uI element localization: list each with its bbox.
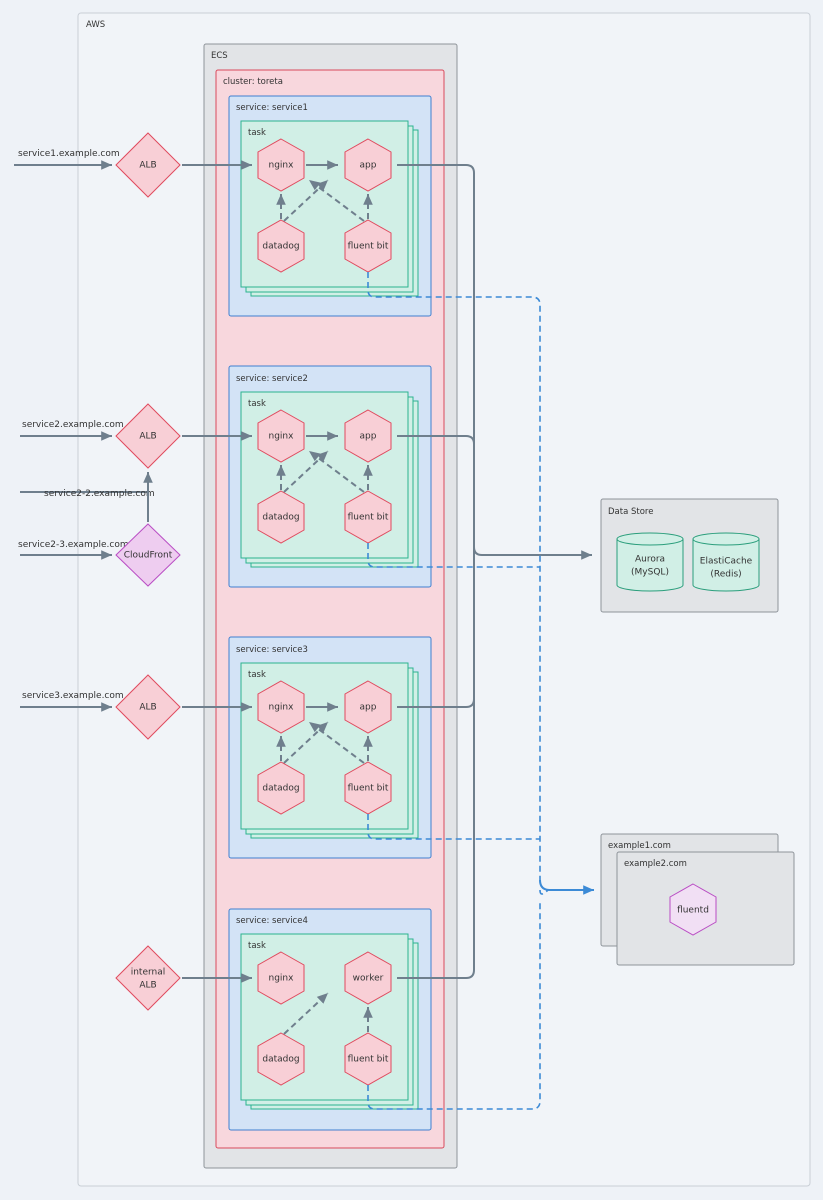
aurora-db: Aurora (MySQL) — [616, 532, 684, 592]
nginx-hexagon — [257, 951, 305, 1005]
fluentbit-label: fluent bit — [348, 784, 389, 794]
service-label: service: service1 — [236, 103, 308, 113]
task-label: task — [248, 670, 266, 680]
nginx-label: nginx — [269, 161, 295, 171]
datadog-label: datadog — [262, 242, 299, 252]
cluster-group — [215, 69, 445, 1149]
alb-service1 — [115, 132, 181, 198]
log-line-service3 — [367, 814, 540, 840]
app-hexagon — [344, 409, 392, 463]
cluster-label: cluster: toreta — [223, 77, 283, 87]
datadog-hexagon — [257, 761, 305, 815]
datadog-hexagon — [257, 490, 305, 544]
app-label: app — [360, 703, 377, 713]
example2-label: example2.com — [624, 859, 687, 869]
service2-2-domain: service2-2.example.com — [44, 489, 155, 499]
nginx-label: nginx — [269, 974, 295, 984]
app-to-datastore-trunk — [397, 164, 475, 979]
cloudfront — [115, 523, 181, 587]
datadog-label: datadog — [262, 513, 299, 523]
fluentbit-label: fluent bit — [348, 242, 389, 252]
nginx-hexagon — [257, 680, 305, 734]
nginx-label: nginx — [269, 703, 295, 713]
task-label: task — [248, 128, 266, 138]
internal-alb-label-2: ALB — [139, 981, 156, 991]
service3-domain: service3.example.com — [22, 691, 124, 701]
task-label: task — [248, 941, 266, 951]
log-line-service4 — [367, 900, 541, 1110]
app-hexagon — [344, 680, 392, 734]
app-hexagon — [344, 138, 392, 192]
internal-alb — [115, 945, 181, 1011]
alb-service2-label: ALB — [139, 432, 156, 442]
internal-alb-label-1: internal — [131, 968, 166, 978]
nginx-label: nginx — [269, 432, 295, 442]
fluentd-hexagon — [669, 883, 717, 936]
log-line-service2 — [367, 543, 540, 568]
service2-domain: service2.example.com — [22, 420, 124, 430]
example1-label: example1.com — [608, 841, 671, 851]
app-label: app — [360, 161, 377, 171]
datadog-label: datadog — [262, 1055, 299, 1065]
service-label: service: service2 — [236, 374, 308, 384]
datastore-label: Data Store — [608, 507, 653, 517]
cloudfront-label: CloudFront — [124, 551, 173, 561]
datadog-label: datadog — [262, 784, 299, 794]
datadog-hexagon — [257, 1032, 305, 1086]
elasticache-label-1: ElastiCache — [700, 557, 753, 567]
service4: service: service4 task nginx worker data… — [228, 908, 432, 1131]
alb-service3-label: ALB — [139, 703, 156, 713]
task-label: task — [248, 399, 266, 409]
worker-label: worker — [353, 974, 384, 984]
fluentbit-label: fluent bit — [348, 513, 389, 523]
worker-hexagon — [344, 951, 392, 1005]
service-label: service: service3 — [236, 645, 308, 655]
service3: service: service3 task nginx app datadog… — [228, 636, 432, 859]
aws-label: AWS — [86, 20, 105, 30]
alb-service1-label: ALB — [139, 161, 156, 171]
fluentd-label: fluentd — [677, 906, 709, 916]
service1: service: service1 task nginx app datadog… — [228, 95, 432, 317]
alb-service2 — [115, 403, 181, 469]
log-line-service1 — [367, 272, 541, 880]
service1-domain: service1.example.com — [18, 149, 120, 159]
alb-service3 — [115, 674, 181, 740]
service-label: service: service4 — [236, 916, 308, 926]
service2-3-domain: service2-3.example.com — [18, 540, 129, 550]
elasticache-db: ElastiCache (Redis) — [692, 532, 760, 592]
service2: service: service2 task nginx app datadog… — [228, 365, 432, 588]
log-line-to-external — [539, 879, 594, 895]
ecs-label: ECS — [211, 51, 228, 61]
datadog-hexagon — [257, 219, 305, 273]
app-label: app — [360, 432, 377, 442]
elasticache-label-2: (Redis) — [710, 570, 741, 580]
aurora-label-2: (MySQL) — [631, 568, 669, 578]
nginx-hexagon — [257, 138, 305, 192]
fluentbit-label: fluent bit — [348, 1055, 389, 1065]
aurora-label-1: Aurora — [635, 555, 665, 565]
nginx-hexagon — [257, 409, 305, 463]
